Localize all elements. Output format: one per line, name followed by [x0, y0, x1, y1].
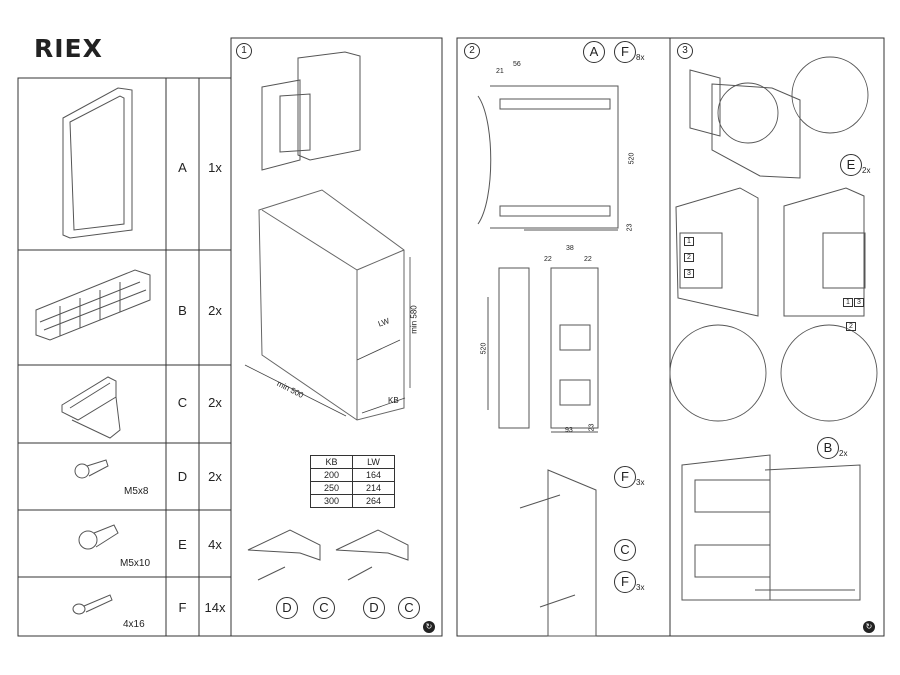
step2-panel-install — [519, 469, 597, 637]
step-2-number: 2 — [464, 43, 480, 59]
part-f-screw — [72, 594, 113, 615]
substep-3: 3 — [684, 269, 694, 278]
callout-e: E — [840, 154, 862, 176]
part-e-screw — [78, 524, 119, 550]
step-1-number: 1 — [236, 43, 252, 59]
dim-23-side: 23 — [588, 423, 596, 432]
part-c-bracket — [61, 376, 121, 439]
part-c-qty: 2x — [208, 395, 222, 410]
part-c-letter: C — [177, 395, 188, 410]
callout-f: F — [614, 571, 636, 593]
substep-1: 1 — [843, 298, 853, 307]
callout-f-qty: 8x — [636, 53, 645, 62]
substep-2: 2 — [684, 253, 694, 262]
dim-21: 21 — [496, 68, 504, 75]
step1-cabinet-small — [261, 51, 361, 171]
part-e-qty: 4x — [208, 537, 222, 552]
part-d-qty: 2x — [208, 469, 222, 484]
part-b-qty: 2x — [208, 303, 222, 318]
callout-c: C — [313, 597, 335, 619]
callout-e-qty: 2x — [862, 166, 871, 175]
callout-f: F — [614, 466, 636, 488]
part-a-frame — [62, 87, 133, 239]
part-e-size: M5x10 — [120, 558, 151, 569]
part-b-basket — [35, 269, 151, 341]
table-header: KB — [310, 455, 353, 469]
part-f-letter: F — [178, 600, 187, 615]
part-f-size: 4x16 — [123, 619, 145, 630]
table-cell: 164 — [352, 468, 395, 482]
dim-56: 56 — [513, 61, 521, 68]
part-a-qty: 1x — [208, 160, 222, 175]
dim-38: 38 — [566, 245, 574, 252]
table-cell: 300 — [310, 494, 353, 508]
dim-22-right: 22 — [584, 256, 592, 263]
turn-page-icon: ↻ — [423, 621, 435, 633]
step3-frame-install — [689, 56, 869, 179]
step2-side-view — [487, 267, 599, 433]
callout-b-qty: 2x — [839, 449, 848, 458]
dim-kb: KB — [388, 396, 399, 405]
substep-2: 2 — [846, 322, 856, 331]
callout-f-qty: 3x — [636, 583, 645, 592]
substep-3: 3 — [854, 298, 864, 307]
step1-brackets — [247, 529, 409, 581]
table-cell: 264 — [352, 494, 395, 508]
part-d-letter: D — [177, 469, 188, 484]
step3-unit-installed — [681, 454, 861, 601]
dim-520-side: 520 — [480, 342, 488, 355]
dim-93: 93 — [565, 427, 573, 434]
part-d-screw — [74, 459, 109, 479]
part-f-qty: 14x — [204, 600, 226, 615]
callout-d: D — [363, 597, 385, 619]
callout-c: C — [398, 597, 420, 619]
callout-f-qty: 3x — [636, 478, 645, 487]
dim-520-top: 520 — [628, 152, 636, 165]
dim-23-top: 23 — [626, 223, 634, 232]
callout-d: D — [276, 597, 298, 619]
substep-1: 1 — [684, 237, 694, 246]
part-e-letter: E — [178, 537, 187, 552]
step3-cabinets — [669, 187, 878, 422]
table-cell: 200 — [310, 468, 353, 482]
table-header: LW — [352, 455, 395, 469]
part-a-letter: A — [178, 160, 187, 175]
part-d-size: M5x8 — [124, 486, 149, 497]
dim-min580: min 580 — [409, 305, 419, 334]
callout-b: B — [817, 437, 839, 459]
part-b-letter: B — [178, 303, 187, 318]
callout-c: C — [614, 539, 636, 561]
brand-logo: RIEX — [34, 34, 103, 63]
turn-page-icon: ↻ — [863, 621, 875, 633]
callout-a: A — [583, 41, 605, 63]
step1-cabinet-box — [258, 189, 405, 421]
step2-top-view — [477, 85, 619, 231]
callout-f: F — [614, 41, 636, 63]
dim-22-left: 22 — [544, 256, 552, 263]
table-cell: 214 — [352, 481, 395, 495]
step-3-number: 3 — [677, 43, 693, 59]
table-cell: 250 — [310, 481, 353, 495]
